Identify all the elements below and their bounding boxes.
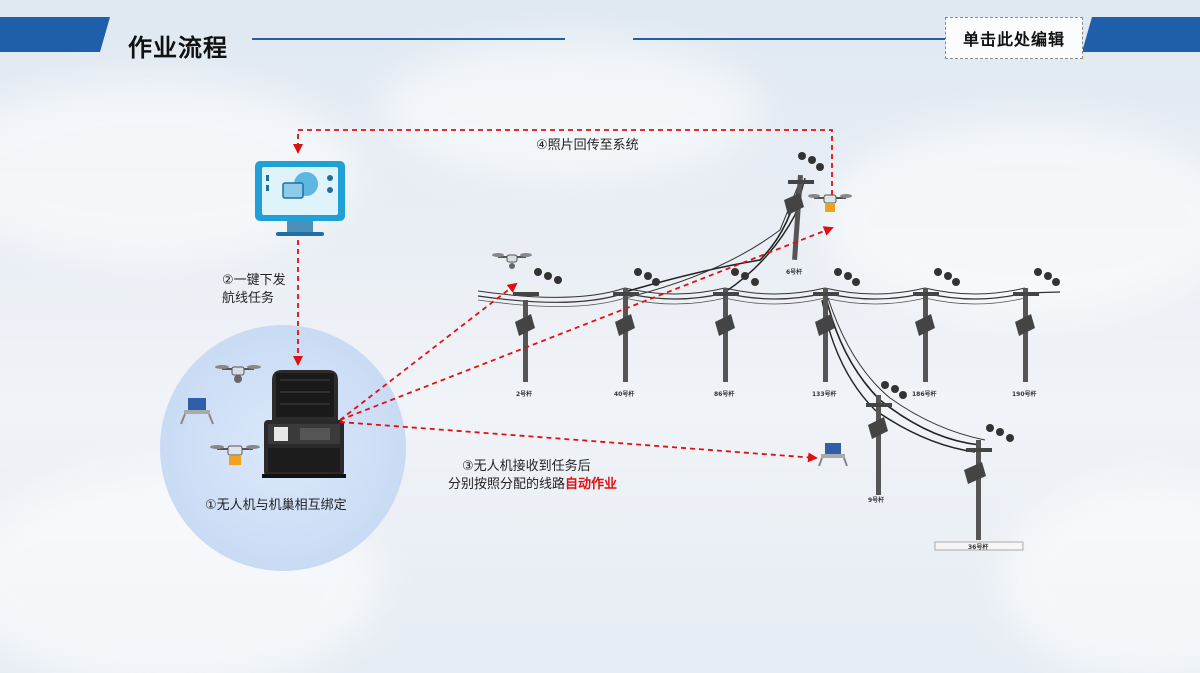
drone-icon xyxy=(492,253,532,269)
cloud xyxy=(380,40,760,180)
header-left-bar xyxy=(0,17,110,52)
arrow-step3-b xyxy=(339,226,834,421)
tower-label: 6号杆 xyxy=(786,268,802,276)
drone-icon xyxy=(210,445,260,465)
step2-label-line2: 航线任务 xyxy=(222,291,275,306)
tower-label: 86号杆 xyxy=(714,390,734,398)
edit-placeholder-button[interactable]: 单击此处编辑 xyxy=(945,17,1083,59)
tower-133 xyxy=(813,288,839,382)
step3-label-prefix: 分别按照分配的线路 xyxy=(448,477,566,492)
power-line-scene xyxy=(477,152,1061,551)
monitor-icon xyxy=(255,161,345,236)
arrow-step3-c xyxy=(339,421,818,463)
tower-6 xyxy=(784,174,814,261)
tower-190 xyxy=(1013,288,1039,382)
cloud xyxy=(820,120,1200,320)
page-title: 作业流程 xyxy=(128,34,228,62)
drone-icon xyxy=(808,194,852,212)
tower-2 xyxy=(513,292,539,382)
tower-label: 133号杆 xyxy=(812,390,837,398)
drone-nest-icon xyxy=(262,370,346,478)
step2-label-line1: ②一键下发 xyxy=(222,273,286,288)
step3-label-line2: 分别按照分配的线路自动作业 xyxy=(448,476,617,494)
tower-label: 36号杆 xyxy=(968,543,988,551)
tower-186 xyxy=(913,288,939,382)
header-right-bar xyxy=(1082,17,1200,52)
step3-label-line1: ③无人机接收到任务后 xyxy=(462,459,591,474)
drone-icon xyxy=(818,443,848,467)
tower-36 xyxy=(964,440,992,540)
tower-label: 190号杆 xyxy=(1012,390,1037,398)
tower-label: 2号杆 xyxy=(516,390,532,398)
tower-label: 9号杆 xyxy=(868,496,884,504)
tower-36-label-box xyxy=(934,541,1024,551)
arrow-step3-a xyxy=(339,282,518,421)
drone-icon xyxy=(215,365,261,383)
tower-label: 186号杆 xyxy=(912,390,937,398)
drone-icon xyxy=(180,398,214,425)
step1-label: ①无人机与机巢相互绑定 xyxy=(205,498,347,513)
tower-86 xyxy=(713,288,739,382)
tower-label: 40号杆 xyxy=(614,390,634,398)
step4-label: ④照片回传至系统 xyxy=(536,138,639,153)
tower-9 xyxy=(866,395,892,495)
tower-40 xyxy=(613,288,639,382)
step3-label-highlight: 自动作业 xyxy=(565,477,618,492)
